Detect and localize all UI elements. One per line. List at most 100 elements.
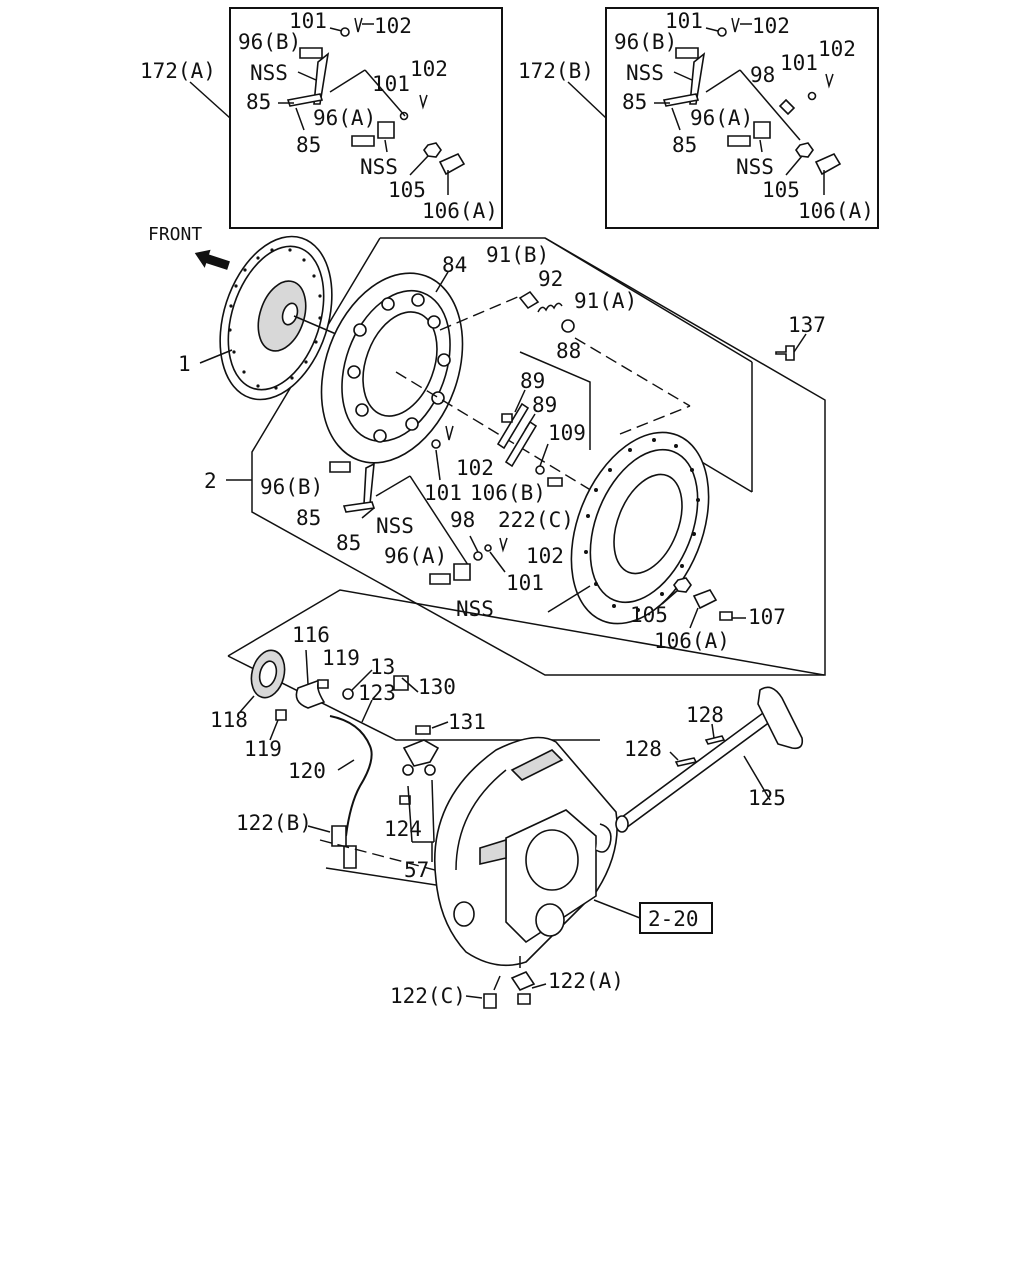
- assembly-outline: [251, 237, 826, 676]
- label-84: 84: [442, 253, 467, 277]
- grease-pipe: [329, 715, 373, 837]
- label-96b: 96(B): [238, 30, 301, 54]
- washer-icon: [424, 764, 436, 776]
- cover-bosses: [347, 293, 451, 443]
- inset-172a: 172(A) 101 102 96(B) NSS 101 102 85 96(A…: [140, 7, 503, 229]
- label-102: 102: [818, 37, 856, 61]
- washer-icon: [717, 27, 727, 37]
- label-101: 101: [665, 9, 703, 33]
- label-96a: 96(A): [384, 544, 447, 568]
- washer-icon: [473, 551, 483, 561]
- bolt-icon: [429, 573, 451, 585]
- label-123: 123: [358, 681, 396, 705]
- bolt-icon: [351, 135, 375, 147]
- bolt-icon: [415, 725, 431, 735]
- label-116: 116: [292, 623, 330, 647]
- label-2: 2: [204, 469, 217, 493]
- label-130: 130: [418, 675, 456, 699]
- pin-icon: [662, 93, 700, 107]
- washer-icon: [484, 544, 492, 552]
- grease-nipple-icon: [317, 679, 329, 689]
- cotter-pin-icon: [445, 425, 454, 441]
- inset-172a-leader: [189, 81, 231, 119]
- label-107: 107: [748, 605, 786, 629]
- grease-nipple-icon: [275, 709, 287, 721]
- washer-icon: [342, 688, 354, 700]
- bolt-icon: [501, 413, 513, 423]
- washer-icon: [399, 111, 409, 121]
- washer-icon: [402, 764, 414, 776]
- strap-icon: [504, 420, 538, 468]
- label-nss: NSS: [376, 514, 414, 538]
- label-101: 101: [372, 72, 410, 96]
- label-85: 85: [296, 506, 321, 530]
- bushing-icon: [518, 290, 540, 310]
- key-icon: [674, 757, 698, 767]
- bolt-icon: [547, 477, 563, 487]
- label-137: 137: [788, 313, 826, 337]
- cotter-pin-icon: [731, 17, 740, 33]
- washer-icon: [340, 27, 350, 37]
- label-92: 92: [538, 267, 563, 291]
- label-96b: 96(B): [260, 475, 323, 499]
- lever-icon: [313, 52, 330, 105]
- label-96a: 96(A): [313, 106, 376, 130]
- front-indicator: FRONT: [148, 224, 230, 270]
- label-98: 98: [750, 63, 775, 87]
- lever-icon: [363, 462, 375, 505]
- label-128: 128: [686, 703, 724, 727]
- label-89: 89: [532, 393, 557, 417]
- clevis-icon: [453, 563, 471, 581]
- label-109: 109: [548, 421, 586, 445]
- release-outline: [227, 589, 825, 676]
- bushing-icon: [561, 319, 575, 333]
- label-1: 1: [178, 352, 191, 376]
- label-85: 85: [246, 90, 271, 114]
- bolt-icon: [329, 461, 351, 473]
- label-101: 101: [424, 481, 462, 505]
- label-106a: 106(A): [654, 629, 730, 653]
- label-57: 57: [404, 858, 429, 882]
- label-nss: NSS: [456, 597, 494, 621]
- inset-172b-leader: [567, 81, 607, 119]
- label-101: 101: [289, 9, 327, 33]
- label-nss: NSS: [250, 61, 288, 85]
- release-assembly: 2-20 116 119 13 130 123 131 118 119 128 …: [210, 589, 825, 1009]
- inset-172b-title: 172(B): [518, 59, 594, 83]
- washer-icon: [431, 439, 441, 449]
- clevis-icon: [377, 121, 395, 139]
- inset-172b: 172(B) 101 102 96(B) 102 NSS 98 101 85 9…: [518, 7, 879, 229]
- label-98: 98: [450, 508, 475, 532]
- label-102: 102: [526, 544, 564, 568]
- label-89: 89: [520, 369, 545, 393]
- label-106b: 106(B): [470, 481, 546, 505]
- label-122b: 122(B): [236, 811, 312, 835]
- label-118: 118: [210, 708, 248, 732]
- label-nss: NSS: [736, 155, 774, 179]
- plate-icon: [438, 152, 466, 176]
- pin-icon: [342, 501, 376, 513]
- label-106a: 106(A): [798, 199, 874, 223]
- front-label: FRONT: [148, 224, 202, 245]
- plate-icon: [692, 589, 718, 610]
- fitting-icon: [331, 825, 347, 847]
- shaft-lever: [757, 686, 804, 750]
- front-arrow-icon: [194, 249, 230, 270]
- pin-icon: [286, 93, 324, 107]
- label-122a: 122(A): [548, 969, 624, 993]
- ref-box: [639, 902, 713, 934]
- bracket-icon: [402, 739, 440, 767]
- key-icon: [704, 735, 726, 745]
- label-105: 105: [388, 178, 426, 202]
- nut-icon: [673, 577, 692, 593]
- plate-icon: [814, 152, 842, 176]
- label-106a: 106(A): [422, 199, 498, 223]
- label-91b: 91(B): [486, 243, 549, 267]
- housing-bore: [525, 829, 579, 891]
- label-nss: NSS: [360, 155, 398, 179]
- label-96b: 96(B): [614, 30, 677, 54]
- label-101: 101: [780, 51, 818, 75]
- plug-icon: [393, 675, 409, 691]
- bolt-icon: [299, 47, 323, 59]
